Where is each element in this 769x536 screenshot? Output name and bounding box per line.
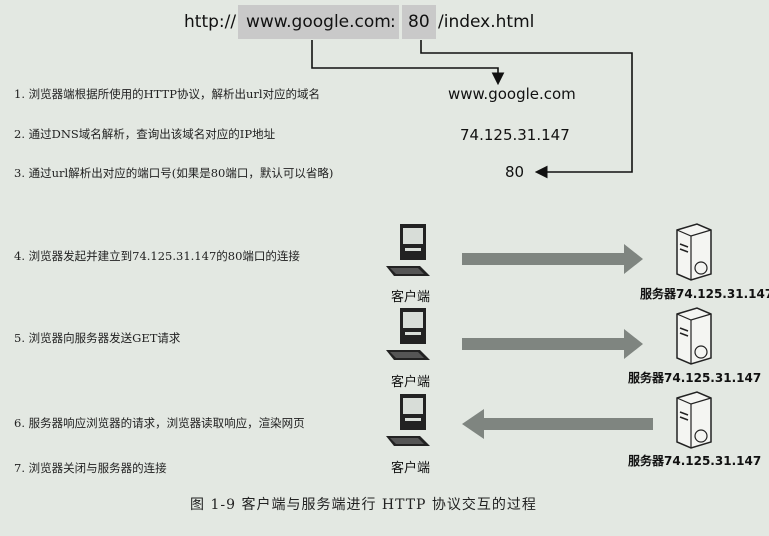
url-scheme: http://: [184, 12, 237, 32]
port-connector-line: [420, 40, 633, 179]
server-icon: [676, 307, 712, 365]
client-computer-icon: [386, 308, 430, 360]
result-port: 80: [505, 163, 525, 181]
response-arrow: [462, 409, 653, 439]
step-2: 2. 通过DNS域名解析，查询出该域名对应的IP地址: [14, 127, 276, 141]
client-label: 客户端: [391, 375, 431, 390]
request-arrow-connect: [462, 244, 643, 274]
server-label: 服务器74.125.31.147: [628, 454, 762, 468]
server-icon: [676, 391, 712, 449]
server-label: 服务器74.125.31.147: [640, 287, 769, 301]
step-3: 3. 通过url解析出对应的端口号(如果是80端口，默认可以省略): [14, 166, 334, 180]
client-computer-icon: [386, 394, 430, 446]
client-label: 客户端: [391, 461, 431, 476]
step-4: 4. 浏览器发起并建立到74.125.31.147的80端口的连接: [14, 249, 300, 263]
server-icon: [676, 223, 712, 281]
url-port: 80: [402, 5, 436, 39]
client-label: 客户端: [391, 290, 431, 305]
request-arrow-get: [462, 329, 643, 359]
client-computer-icon: [386, 224, 430, 276]
server-label: 服务器74.125.31.147: [628, 371, 762, 385]
url-host: www.google.com: [238, 5, 399, 39]
step-1: 1. 浏览器端根据所使用的HTTP协议，解析出url对应的域名: [14, 87, 321, 101]
figure-caption: 图 1-9 客户端与服务端进行 HTTP 协议交互的过程: [190, 497, 537, 513]
host-connector-line: [311, 40, 505, 86]
result-domain: www.google.com: [448, 85, 576, 103]
url-colon: :: [390, 12, 396, 32]
step-7: 7. 浏览器关闭与服务器的连接: [14, 461, 167, 475]
result-ip: 74.125.31.147: [460, 126, 570, 144]
step-6: 6. 服务器响应浏览器的请求，浏览器读取响应，渲染网页: [14, 416, 305, 430]
url-path: /index.html: [438, 12, 535, 32]
step-5: 5. 浏览器向服务器发送GET请求: [14, 331, 181, 345]
